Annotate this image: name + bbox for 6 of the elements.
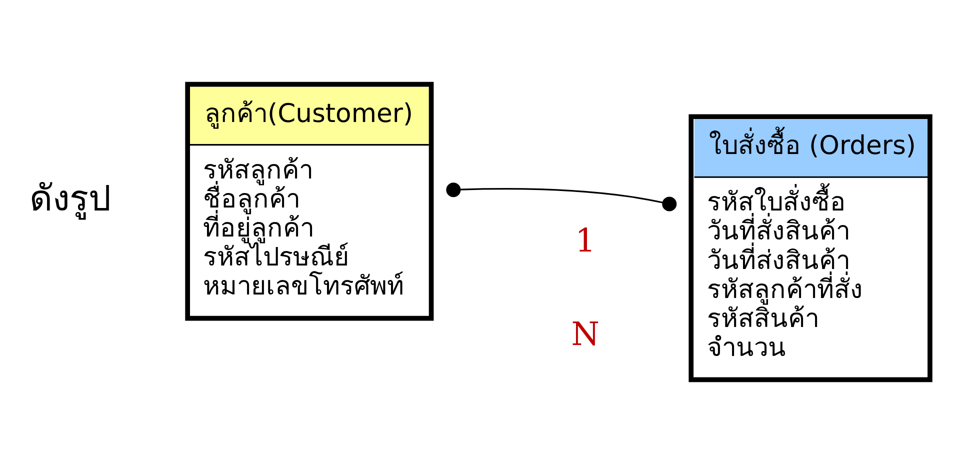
connector [446,182,677,212]
label: ดังรูป [30,178,112,220]
node-box: ลูกค้า(Customer) รหัสลูกค้า ชื่อลูกค้า ที่อยู่ลูกค้า รหัสไปรษณีย์ หมายเลขโทรศัพท์ [185,82,434,321]
label: N [571,314,600,353]
label: 1 [575,221,596,260]
node-box: ใบสั่งซื้อ (Orders) รหัสใบสั่งซื้อ วันที่สั่งสินค้า วันที่ส่งสินค้า รหัสลูกค้าที่สั่ง รหัสสินค้า จำนวน [688,114,932,382]
